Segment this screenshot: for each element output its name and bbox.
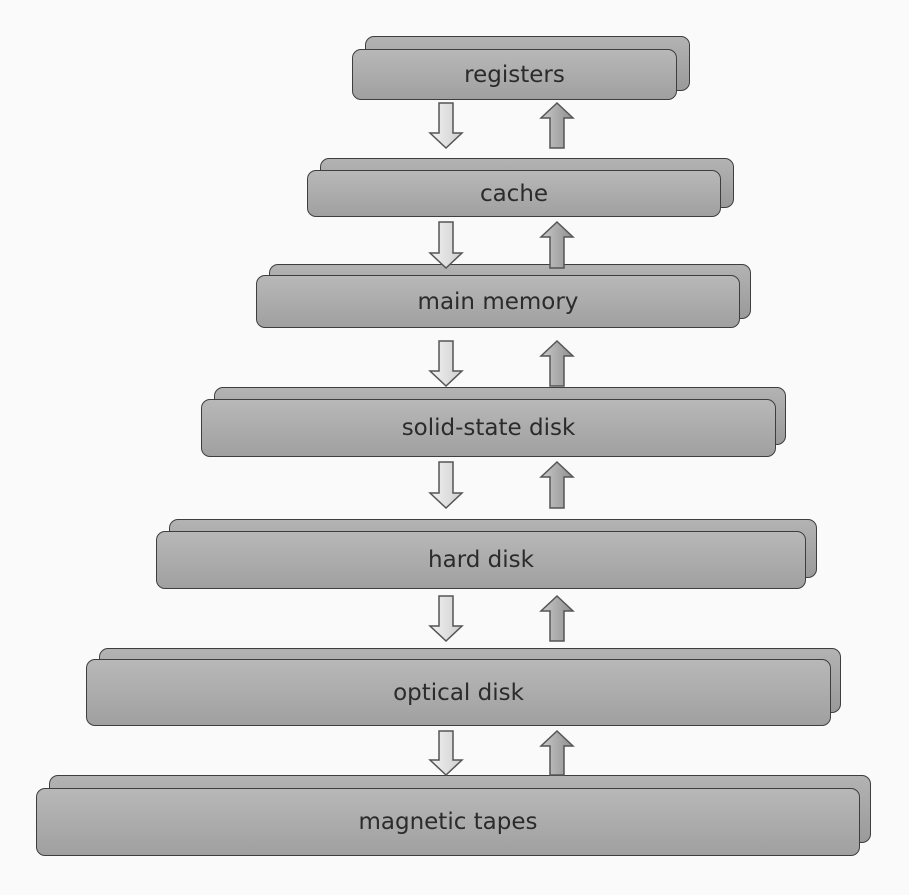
tier-solid-state-disk: solid-state disk: [201, 387, 788, 459]
tier-hard-disk-label: hard disk: [428, 547, 534, 573]
tier-optical-disk-label: optical disk: [393, 679, 524, 706]
down-arrow-icon: [428, 340, 464, 388]
tier-hard-disk: hard disk: [156, 519, 819, 591]
tier-cache: cache: [307, 158, 735, 218]
tier-main-memory-label: main memory: [417, 288, 579, 315]
down-arrow-icon: [428, 595, 464, 643]
tier-main-memory-box: main memory: [256, 275, 740, 328]
tier-registers: registers: [352, 36, 692, 102]
up-arrow-icon: [539, 729, 575, 776]
tier-solid-state-disk-box: solid-state disk: [201, 399, 776, 457]
tier-registers-label: registers: [464, 61, 565, 88]
tier-main-memory: main memory: [256, 264, 753, 330]
tier-optical-disk-box: optical disk: [86, 659, 831, 726]
up-arrow-icon: [539, 460, 575, 509]
tier-magnetic-tapes: magnetic tapes: [36, 775, 873, 857]
tier-cache-label: cache: [479, 180, 549, 207]
down-arrow-icon: [428, 102, 464, 150]
tier-registers-box: registers: [352, 49, 677, 100]
tier-magnetic-tapes-box: magnetic tapes: [36, 788, 860, 856]
tier-hard-disk-box: hard disk: [156, 531, 806, 589]
tier-solid-state-disk-label: solid-state disk: [401, 415, 576, 441]
down-arrow-icon: [428, 221, 464, 270]
up-arrow-icon: [539, 101, 575, 149]
tier-optical-disk: optical disk: [86, 648, 843, 728]
tier-magnetic-tapes-label: magnetic tapes: [358, 809, 538, 835]
down-arrow-icon: [428, 461, 464, 510]
up-arrow-icon: [539, 594, 575, 642]
tier-cache-box: cache: [307, 170, 721, 217]
up-arrow-icon: [539, 339, 575, 387]
down-arrow-icon: [428, 730, 464, 777]
up-arrow-icon: [539, 220, 575, 269]
